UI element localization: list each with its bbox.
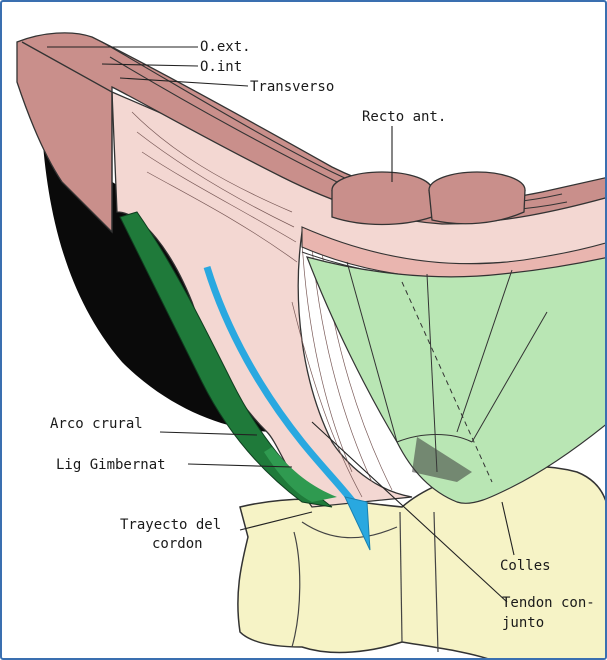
- label-trayecto-line2: cordon: [152, 535, 203, 553]
- label-trayecto-line1: Trayecto del: [120, 516, 221, 534]
- label-tendon-line2: junto: [502, 614, 544, 632]
- label-recto-ant: Recto ant.: [362, 108, 446, 126]
- label-lig-gimbernat: Lig Gimbernat: [56, 456, 166, 474]
- label-o-ext: O.ext.: [200, 38, 251, 56]
- label-arco-crural: Arco crural: [50, 415, 143, 433]
- label-colles: Colles: [500, 557, 551, 575]
- label-transverso: Transverso: [250, 78, 334, 96]
- label-tendon-line1: Tendon con-: [502, 594, 595, 612]
- label-o-int: O.int: [200, 58, 242, 76]
- rectus-anterior-muscles: [332, 172, 525, 225]
